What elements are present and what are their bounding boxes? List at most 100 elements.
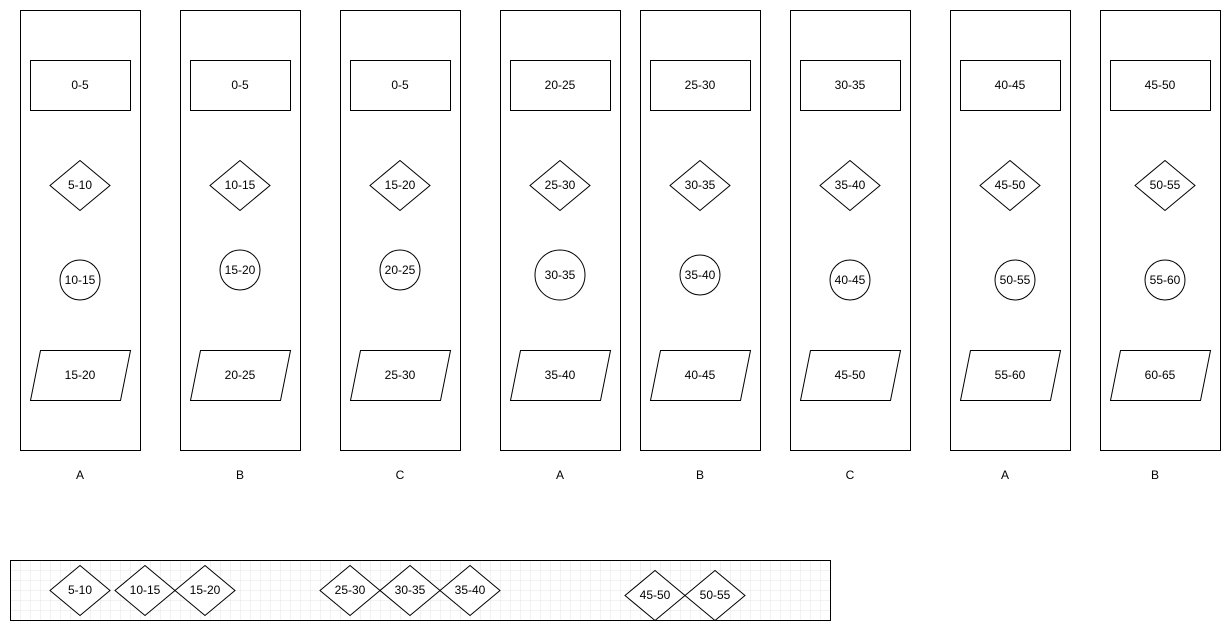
- diamond-label: 30-35: [685, 178, 716, 192]
- parallelogram-label: 35-40: [545, 368, 576, 382]
- parallelogram-shape[interactable]: [509, 350, 612, 401]
- strip-diamond[interactable]: [174, 564, 236, 617]
- column-container[interactable]: [180, 10, 301, 451]
- diamond-shape[interactable]: [529, 159, 591, 212]
- column-label: A: [1001, 468, 1009, 482]
- strip-diamond-label: 30-35: [395, 583, 426, 597]
- strip-diamond[interactable]: [684, 569, 746, 622]
- bottom-strip: 5-10 10-15 15-20 25-30 30-35 35-40 45-50…: [10, 560, 831, 622]
- rectangle-label: 0-5: [71, 78, 89, 92]
- parallelogram-shape[interactable]: [959, 350, 1062, 401]
- circle-label: 35-40: [685, 268, 716, 282]
- diamond-shape[interactable]: [1134, 159, 1196, 212]
- column-label: B: [1151, 468, 1159, 482]
- diamond-shape[interactable]: [209, 159, 271, 212]
- diamond-shape[interactable]: [669, 159, 731, 212]
- circle-shape[interactable]: [1144, 259, 1186, 301]
- diamond-label: 50-55: [1150, 178, 1181, 192]
- rectangle-label: 0-5: [391, 78, 409, 92]
- parallelogram-shape[interactable]: [29, 350, 132, 401]
- parallelogram-label: 40-45: [685, 368, 716, 382]
- parallelogram-shape[interactable]: [799, 350, 902, 401]
- circle-shape[interactable]: [679, 254, 721, 296]
- circle-label: 20-25: [385, 263, 416, 277]
- column-container[interactable]: [20, 10, 141, 451]
- parallelogram-shape[interactable]: [649, 350, 752, 401]
- rectangle-label: 0-5: [231, 78, 249, 92]
- column-label: C: [846, 468, 855, 482]
- column-container[interactable]: [340, 10, 461, 451]
- circle-label: 55-60: [1150, 273, 1181, 287]
- parallelogram-label: 45-50: [835, 368, 866, 382]
- rectangle-label: 20-25: [545, 78, 576, 92]
- strip-diamond[interactable]: [49, 564, 111, 617]
- diamond-shape[interactable]: [49, 159, 111, 212]
- strip-diamond[interactable]: [439, 564, 501, 617]
- diamond-label: 35-40: [835, 178, 866, 192]
- column-label: C: [396, 468, 405, 482]
- strip-diamond[interactable]: [624, 569, 686, 622]
- column-label: B: [236, 468, 244, 482]
- strip-diamond-label: 5-10: [68, 583, 92, 597]
- circle-label: 50-55: [1000, 273, 1031, 287]
- rectangle-shape[interactable]: [190, 60, 291, 111]
- strip-diamond-label: 35-40: [455, 583, 486, 597]
- circle-label: 10-15: [65, 273, 96, 287]
- rectangle-shape[interactable]: [510, 60, 611, 111]
- rectangle-label: 30-35: [835, 78, 866, 92]
- rectangle-shape[interactable]: [800, 60, 901, 111]
- diamond-shape[interactable]: [369, 159, 431, 212]
- column-container[interactable]: [950, 10, 1071, 451]
- column-container[interactable]: [790, 10, 911, 451]
- rectangle-label: 25-30: [685, 78, 716, 92]
- column-label: B: [696, 468, 704, 482]
- parallelogram-shape[interactable]: [1109, 350, 1212, 401]
- circle-shape[interactable]: [829, 259, 871, 301]
- parallelogram-shape[interactable]: [349, 350, 452, 401]
- circle-shape[interactable]: [534, 249, 586, 301]
- strip-diamond-label: 25-30: [335, 583, 366, 597]
- diamond-label: 25-30: [545, 178, 576, 192]
- rectangle-label: 45-50: [1145, 78, 1176, 92]
- column-6: 30-35 35-40 40-45 45-50 C: [790, 10, 911, 482]
- circle-label: 30-35: [545, 268, 576, 282]
- diamond-shape[interactable]: [819, 159, 881, 212]
- circle-label: 15-20: [225, 263, 256, 277]
- column-4: 20-25 25-30 30-35 35-40 A: [500, 10, 621, 482]
- strip-diamond[interactable]: [319, 564, 381, 617]
- column-7: 40-45 45-50 50-55 55-60 A: [950, 10, 1071, 482]
- strip-diamond[interactable]: [379, 564, 441, 617]
- rectangle-shape[interactable]: [30, 60, 131, 111]
- circle-shape[interactable]: [219, 249, 261, 291]
- strip-diamond-label: 50-55: [700, 588, 731, 602]
- column-5: 25-30 30-35 35-40 40-45 B: [640, 10, 761, 482]
- rectangle-shape[interactable]: [960, 60, 1061, 111]
- diamond-shape[interactable]: [979, 159, 1041, 212]
- circle-shape[interactable]: [994, 259, 1036, 301]
- diamond-label: 45-50: [995, 178, 1026, 192]
- column-8: 45-50 50-55 55-60 60-65 B: [1100, 10, 1221, 482]
- column-container[interactable]: [1100, 10, 1221, 451]
- column-label: A: [556, 468, 564, 482]
- column-container[interactable]: [500, 10, 621, 451]
- column-2: 0-5 10-15 15-20 20-25 B: [180, 10, 301, 482]
- strip-diamond-label: 10-15: [130, 583, 161, 597]
- parallelogram-label: 55-60: [995, 368, 1026, 382]
- circle-shape[interactable]: [379, 249, 421, 291]
- rectangle-shape[interactable]: [650, 60, 751, 111]
- parallelogram-shape[interactable]: [189, 350, 292, 401]
- column-container[interactable]: [640, 10, 761, 451]
- diamond-label: 15-20: [385, 178, 416, 192]
- column-label: A: [76, 468, 84, 482]
- parallelogram-label: 60-65: [1145, 368, 1176, 382]
- diamond-label: 5-10: [68, 178, 92, 192]
- column-3: 0-5 15-20 20-25 25-30 C: [340, 10, 461, 482]
- rectangle-shape[interactable]: [1110, 60, 1211, 111]
- circle-shape[interactable]: [59, 259, 101, 301]
- rectangle-label: 40-45: [995, 78, 1026, 92]
- strip-diamond-label: 15-20: [190, 583, 221, 597]
- rectangle-shape[interactable]: [350, 60, 451, 111]
- diamond-label: 10-15: [225, 178, 256, 192]
- strip-diamond[interactable]: [114, 564, 176, 617]
